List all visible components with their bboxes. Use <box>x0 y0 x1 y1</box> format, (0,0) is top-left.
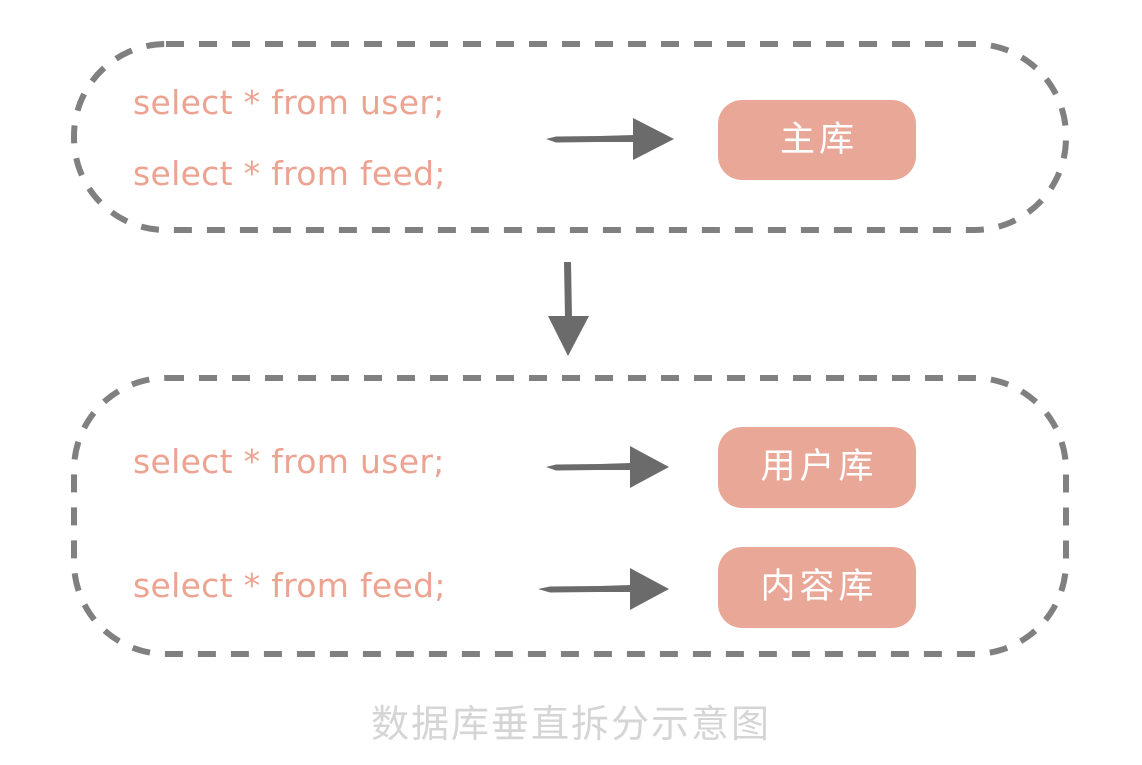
sql-statement-after-user: select * from user; <box>133 442 445 481</box>
db-node-user: 用户库 <box>718 427 916 508</box>
db-node-content: 内容库 <box>718 547 916 628</box>
group-after-split <box>72 376 1068 656</box>
diagram-caption: 数据库垂直拆分示意图 <box>370 702 771 746</box>
db-node-user-label: 用户库 <box>760 447 878 487</box>
sql-statement-before-feed: select * from feed; <box>133 154 446 193</box>
db-node-content-label: 内容库 <box>760 567 878 607</box>
arrow-down-transition <box>548 262 589 356</box>
group-before-split <box>72 42 1068 232</box>
db-node-main: 主库 <box>718 100 916 180</box>
sql-statement-after-feed: select * from feed; <box>133 566 446 605</box>
db-node-main-label: 主库 <box>779 119 858 160</box>
sql-statement-before-user: select * from user; <box>133 83 445 122</box>
